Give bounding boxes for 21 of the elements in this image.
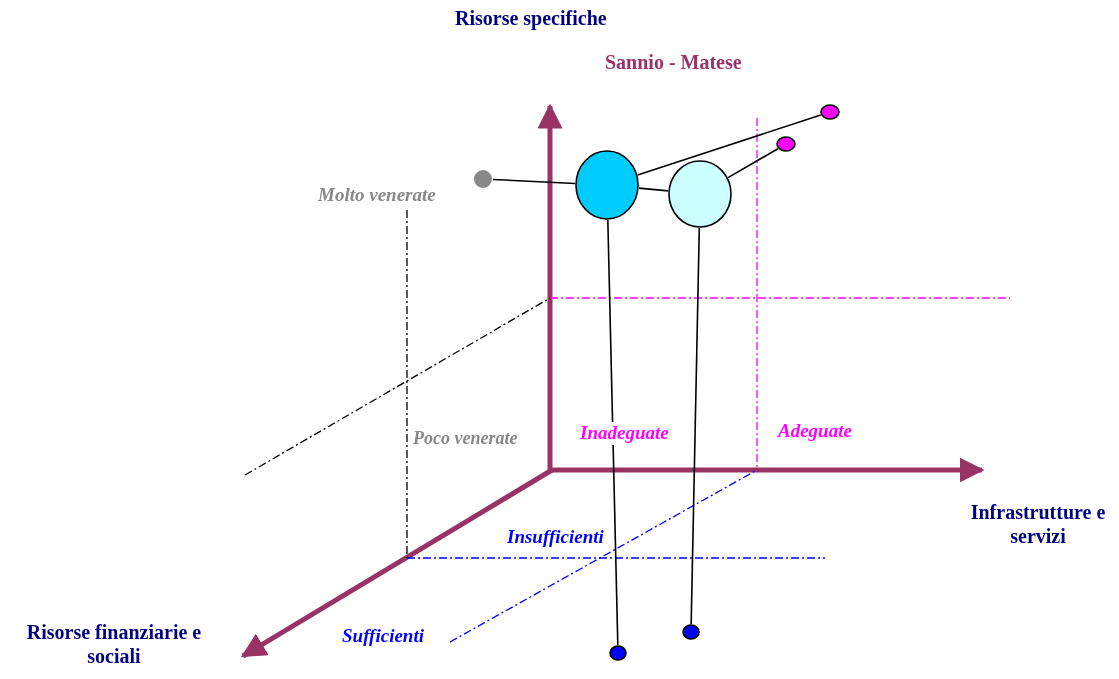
dot-marker xyxy=(820,104,840,120)
connector-line xyxy=(636,114,822,176)
axis-title: Risorse specifiche xyxy=(455,6,607,30)
dot-marker xyxy=(473,169,493,189)
bubble xyxy=(575,150,639,220)
connector-line xyxy=(607,219,619,646)
chart-title: Sannio - Matese xyxy=(605,50,742,74)
dot-marker xyxy=(682,624,700,640)
axis-title: Risorse finanziarie e sociali xyxy=(25,620,203,668)
axis-title: Infrastrutture e servizi xyxy=(969,500,1107,548)
level-label: Molto venerate xyxy=(318,184,436,207)
connector-line xyxy=(690,227,701,625)
level-label: Adeguate xyxy=(778,420,852,443)
level-label: Poco venerate xyxy=(413,428,518,450)
level-label: Inadeguate xyxy=(578,422,671,445)
bubble xyxy=(668,160,732,228)
dot-marker xyxy=(609,645,627,661)
connector-line xyxy=(727,147,779,179)
connector-line xyxy=(492,178,576,185)
connector-line xyxy=(638,187,669,192)
dot-marker xyxy=(776,136,796,152)
